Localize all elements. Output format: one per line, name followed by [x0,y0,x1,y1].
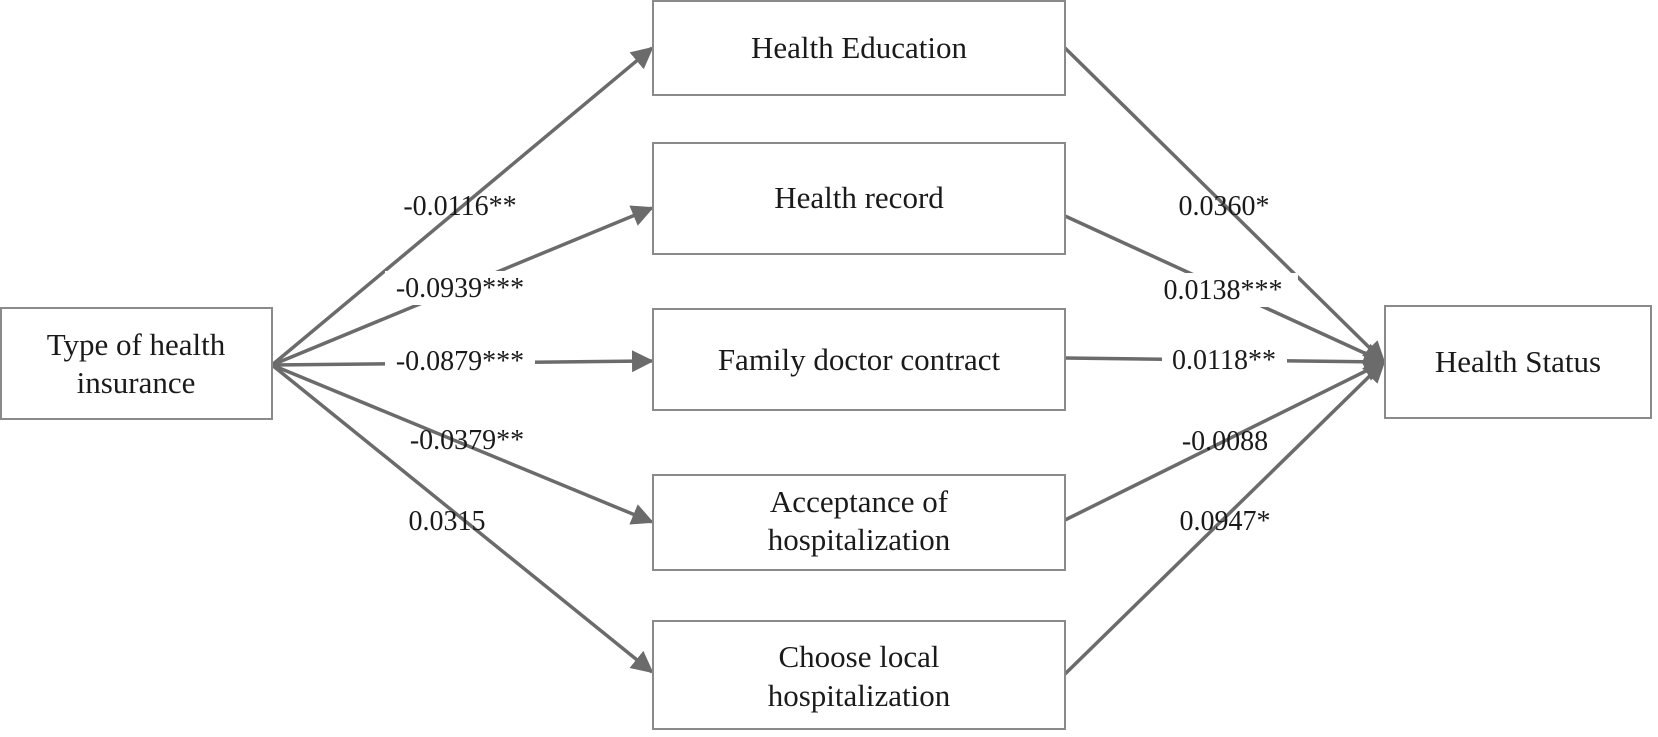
node-line: Health record [774,180,944,215]
a-path-label-health-education: -0.0116** [403,191,516,222]
edge-acceptance-hospitalization-to-status [1064,360,1386,522]
node-line: hospitalization [768,678,951,713]
edge-choose-local-to-status [1063,360,1386,676]
node-line: Health Status [1435,344,1601,379]
a-path-label-choose-local: 0.0315 [409,506,486,537]
edge-source-to-choose-local [270,363,654,674]
node-health-status: Health Status [1384,305,1652,419]
a-path-labels: -0.0116** -0.0939*** -0.0879*** -0.0379*… [385,191,535,537]
node-type-of-health-insurance: Type of health insurance [0,307,273,420]
edge-health-education-to-status [1063,46,1386,364]
node-line: Family doctor contract [718,342,1001,377]
node-choose-local-hospitalization: Choose local hospitalization [652,620,1066,730]
b-path-labels: 0.0360* 0.0138*** 0.0118** -0.0088 0.094… [1148,191,1298,537]
node-health-education: Health Education [652,0,1066,96]
node-line: hospitalization [768,522,951,557]
a-path-label-family-doctor: -0.0879*** [396,346,524,377]
node-line: Acceptance of [770,484,949,519]
node-line: Health Education [751,30,968,65]
node-family-doctor-contract: Family doctor contract [652,308,1066,411]
edge-source-to-health-education [270,46,654,367]
a-path-label-health-record: -0.0939*** [396,273,524,304]
edge-source-to-acceptance-hospitalization [271,363,654,525]
node-line: insurance [77,365,196,400]
a-path-label-acceptance-hospitalization: -0.0379** [410,425,524,456]
b-path-label-health-education: 0.0360* [1179,191,1270,222]
b-path-label-acceptance-hospitalization: -0.0088 [1182,426,1268,457]
b-path-label-choose-local: 0.0947* [1180,506,1271,537]
node-health-record: Health record [652,142,1066,255]
node-acceptance-of-hospitalization: Acceptance of hospitalization [652,474,1066,571]
b-path-label-health-record: 0.0138*** [1164,275,1283,306]
node-line: Type of health [47,327,226,362]
node-line: Choose local [779,639,940,674]
b-path-label-family-doctor: 0.0118** [1172,345,1276,376]
